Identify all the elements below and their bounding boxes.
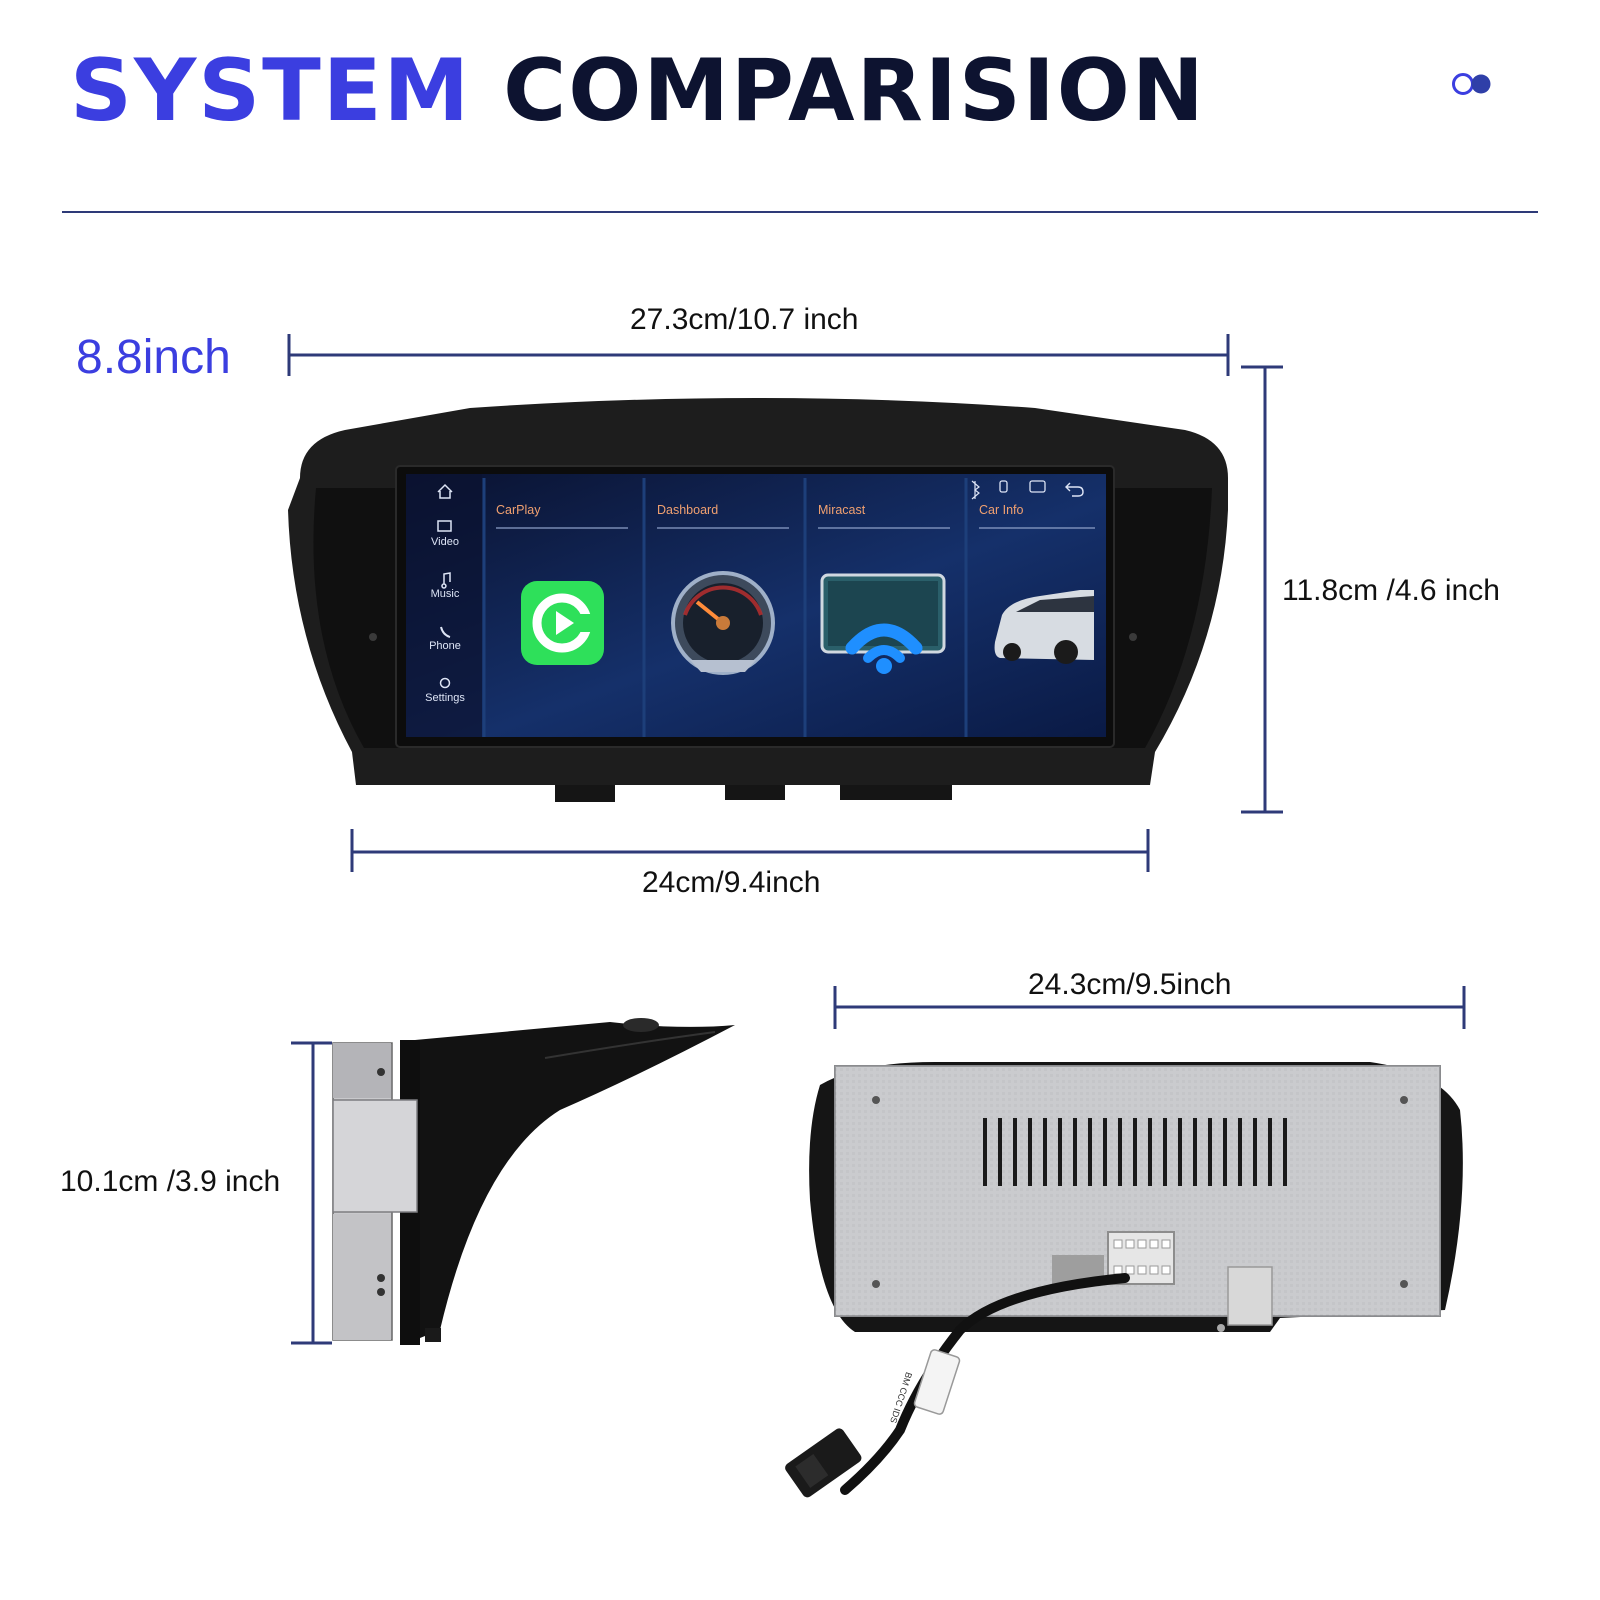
side-depth-label: 10.1cm /3.9 inch xyxy=(60,1165,281,1198)
sidebar-item-settings[interactable]: Settings xyxy=(425,692,465,704)
card-dashboard-label[interactable]: Dashboard xyxy=(657,503,719,517)
sidebar-item-music[interactable]: Music xyxy=(430,588,460,600)
bluetooth-icon[interactable] xyxy=(971,480,980,500)
car-icon[interactable] xyxy=(994,590,1094,664)
title-accent-word: SYSTEM xyxy=(70,41,472,141)
settings-icon[interactable] xyxy=(439,677,451,689)
front-top-width-label: 27.3cm/10.7 inch xyxy=(630,303,859,336)
card-car-info-label[interactable]: Car Info xyxy=(979,503,1024,517)
video-icon[interactable] xyxy=(437,520,452,532)
usb-icon[interactable] xyxy=(999,480,1008,493)
front-bottom-width-label: 24cm/9.4inch xyxy=(642,866,821,899)
card-miracast-label[interactable]: Miracast xyxy=(818,503,866,517)
screen-icon[interactable] xyxy=(1029,480,1046,493)
speedometer-icon[interactable] xyxy=(671,571,775,675)
card-carplay-label[interactable]: CarPlay xyxy=(496,503,541,517)
back-width-label: 24.3cm/9.5inch xyxy=(1028,968,1232,1001)
music-icon[interactable] xyxy=(441,572,451,589)
back-icon[interactable] xyxy=(1065,482,1084,497)
screen-size-label: 8.8inch xyxy=(76,331,231,384)
cable-label: BM CCC IDS xyxy=(888,1370,914,1425)
phone-icon[interactable] xyxy=(440,626,451,638)
front-height-label: 11.8cm /4.6 inch xyxy=(1282,574,1500,607)
home-icon[interactable] xyxy=(437,483,453,499)
header-divider xyxy=(62,211,1538,213)
sidebar-item-phone[interactable]: Phone xyxy=(429,640,461,652)
wifi-cast-icon[interactable] xyxy=(820,573,946,674)
carplay-icon[interactable] xyxy=(521,581,604,665)
page-title: SYSTEM COMPARISION xyxy=(70,48,1206,134)
title-dark-word: COMPARISION xyxy=(503,41,1206,141)
sidebar-item-video[interactable]: Video xyxy=(431,536,459,548)
